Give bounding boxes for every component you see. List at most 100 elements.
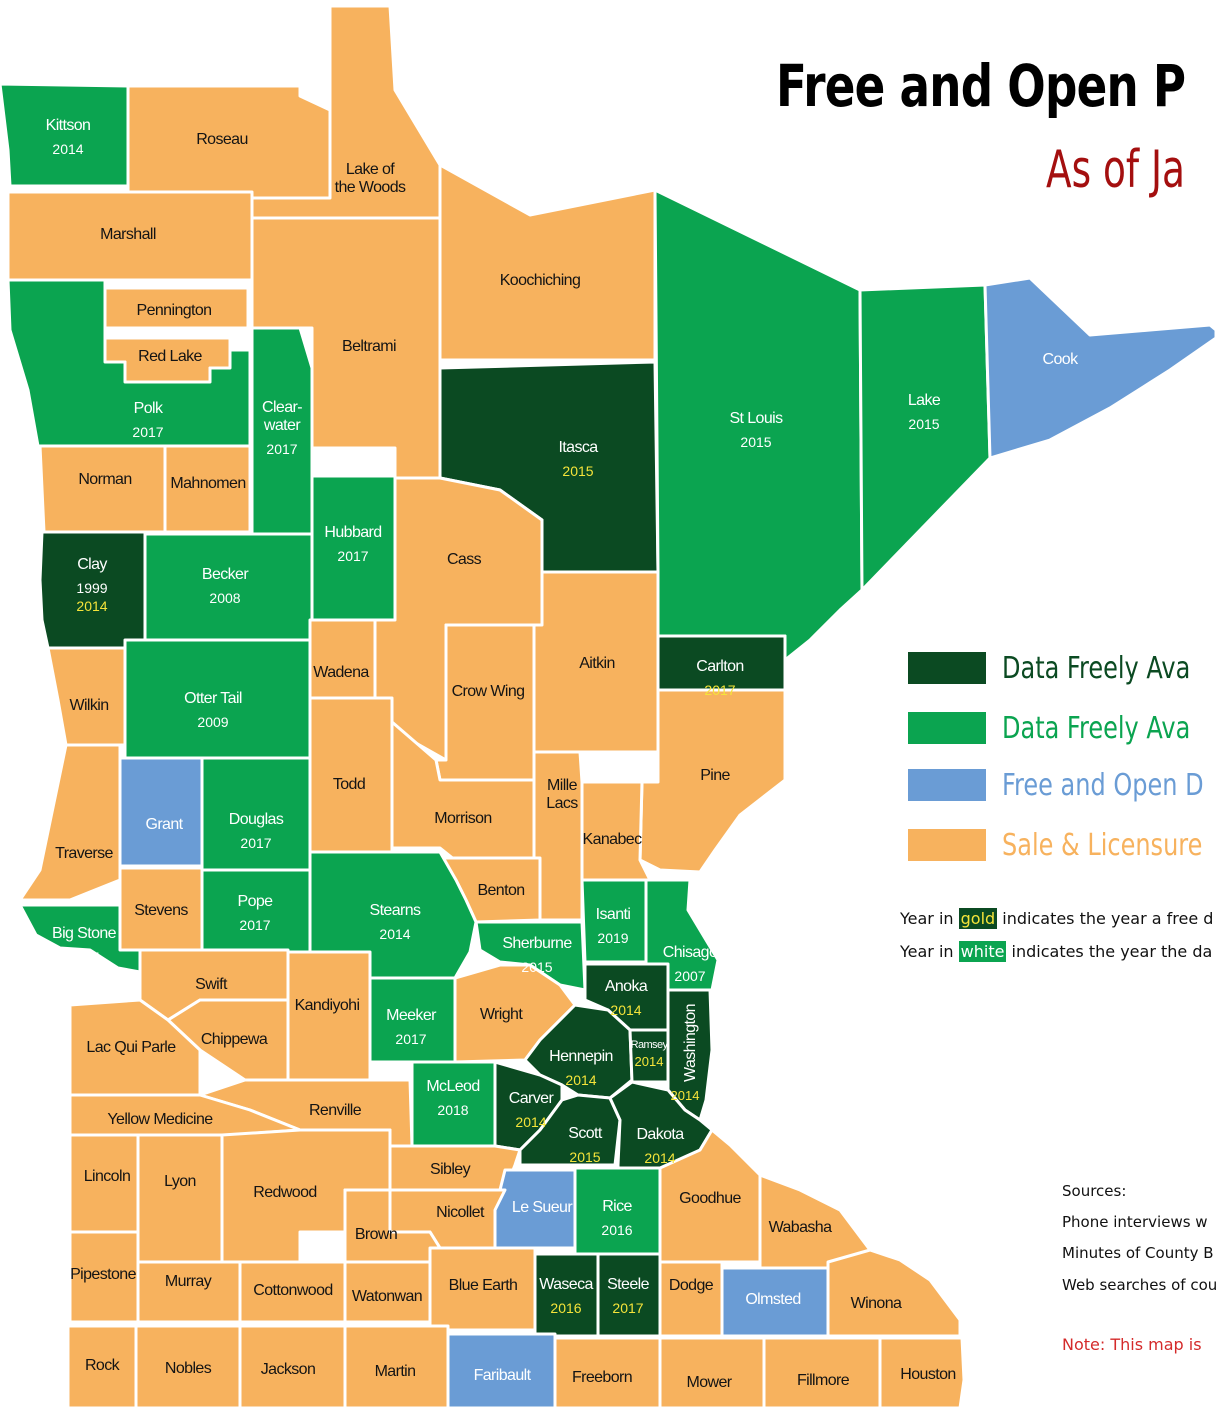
county-mower — [658, 1336, 766, 1410]
county-label-wadena: Wadena — [313, 664, 370, 681]
county-label-martin: Martin — [375, 1363, 416, 1380]
county-label-cook: Cook — [1043, 351, 1080, 368]
county-name: Waseca — [539, 1276, 593, 1293]
county-name: Brown — [355, 1226, 397, 1243]
county-label-aitkin: Aitkin — [579, 655, 615, 672]
county-name: Marshall — [100, 226, 156, 243]
county-koochiching — [438, 163, 657, 362]
county-year: 2014 — [635, 1054, 664, 1069]
source-line: Minutes of County B — [1062, 1244, 1214, 1262]
county-year: 2016 — [550, 1300, 581, 1316]
county-label-goodhue: Goodhue — [679, 1190, 742, 1207]
county-label-kanabec: Kanabec — [583, 831, 643, 848]
county-mahnomen — [163, 444, 252, 534]
county-label-pennington: Pennington — [137, 302, 213, 319]
gold-year-note: Year in gold indicates the year a free d — [900, 908, 1213, 929]
county-name: Wright — [480, 1006, 523, 1023]
county-name: Chippewa — [201, 1031, 268, 1048]
county-name: Mille — [547, 777, 578, 794]
note-text: indicates the year the da — [1006, 942, 1213, 961]
county-name: Roseau — [196, 131, 248, 148]
county-label-marshall: Marshall — [100, 226, 156, 243]
county-name: Chisago — [663, 944, 718, 961]
county-year: 2015 — [521, 959, 552, 975]
county-year: 2015 — [569, 1149, 600, 1165]
county-name: Nobles — [165, 1360, 212, 1377]
county-cook — [983, 276, 1216, 460]
county-year: 2015 — [68, 949, 99, 965]
note-text: Year in — [900, 942, 959, 961]
county-name: Murray — [165, 1273, 212, 1290]
county-name: St Louis — [729, 410, 783, 427]
county-polk — [6, 278, 252, 448]
county-year: 2015 — [908, 416, 939, 432]
county-name: Faribault — [474, 1367, 532, 1384]
county-label-mower: Mower — [686, 1374, 733, 1391]
county-name: Cass — [447, 551, 482, 568]
county-name: Steele — [607, 1276, 649, 1293]
note-text: Year in — [900, 909, 959, 928]
county-name: Blue Earth — [449, 1277, 518, 1294]
county-year: 2017 — [704, 682, 735, 698]
county-label-red-lake: Red Lake — [138, 348, 203, 365]
county-label-mahnomen: Mahnomen — [170, 475, 246, 492]
county-wadena — [308, 618, 377, 700]
county-name: Morrison — [434, 810, 491, 827]
county-name: Aitkin — [579, 655, 615, 672]
county-name: Nicollet — [436, 1204, 485, 1221]
county-name: Cottonwood — [253, 1282, 332, 1299]
county-name: Becker — [202, 566, 249, 583]
county-name: Norman — [78, 471, 131, 488]
legend-item: Data Freely Ava — [908, 650, 1216, 686]
county-winona — [826, 1248, 962, 1338]
county-label-wabasha: Wabasha — [769, 1219, 833, 1236]
county-name: Olmsted — [745, 1291, 800, 1308]
county-label-roseau: Roseau — [196, 131, 248, 148]
county-name: Le Sueur — [512, 1199, 573, 1216]
county-year: 2017 — [132, 424, 163, 440]
county-label-renville: Renville — [309, 1102, 362, 1119]
county-year: 2014 — [671, 1088, 700, 1103]
county-name: Cook — [1043, 351, 1080, 368]
legend-label: Data Freely Ava — [1002, 650, 1191, 686]
county-name: Goodhue — [679, 1190, 741, 1207]
county-year: 2014 — [515, 1114, 546, 1130]
county-lyon — [136, 1133, 224, 1264]
sources-heading: Sources: — [1062, 1182, 1127, 1200]
county-label-morrison: Morrison — [434, 810, 492, 827]
county-name: Rock — [85, 1357, 121, 1374]
county-name: Stearns — [370, 902, 422, 919]
county-name: Dodge — [669, 1277, 714, 1294]
county-name: Kanabec — [583, 831, 643, 848]
county-label-fillmore: Fillmore — [797, 1372, 850, 1389]
county-label-redwood: Redwood — [253, 1184, 317, 1201]
county-label-faribault: Faribault — [474, 1367, 533, 1384]
county-name: Douglas — [229, 811, 284, 828]
county-name: Lake — [908, 392, 941, 409]
county-year: 2015 — [562, 463, 593, 479]
county-name: Big Stone — [52, 925, 117, 942]
county-name: Rice — [602, 1198, 632, 1215]
county-name: Anoka — [605, 978, 648, 995]
county-norman — [38, 444, 167, 534]
county-year: 2017 — [395, 1031, 426, 1047]
county-year: 2018 — [437, 1102, 468, 1118]
county-name: Lyon — [164, 1173, 196, 1190]
county-label-big-stone: Big Stone 2015 — [52, 925, 117, 965]
county-year: 2017 — [337, 548, 368, 564]
county-label-wright: Wright — [480, 1006, 524, 1023]
legend-swatch — [908, 652, 986, 684]
